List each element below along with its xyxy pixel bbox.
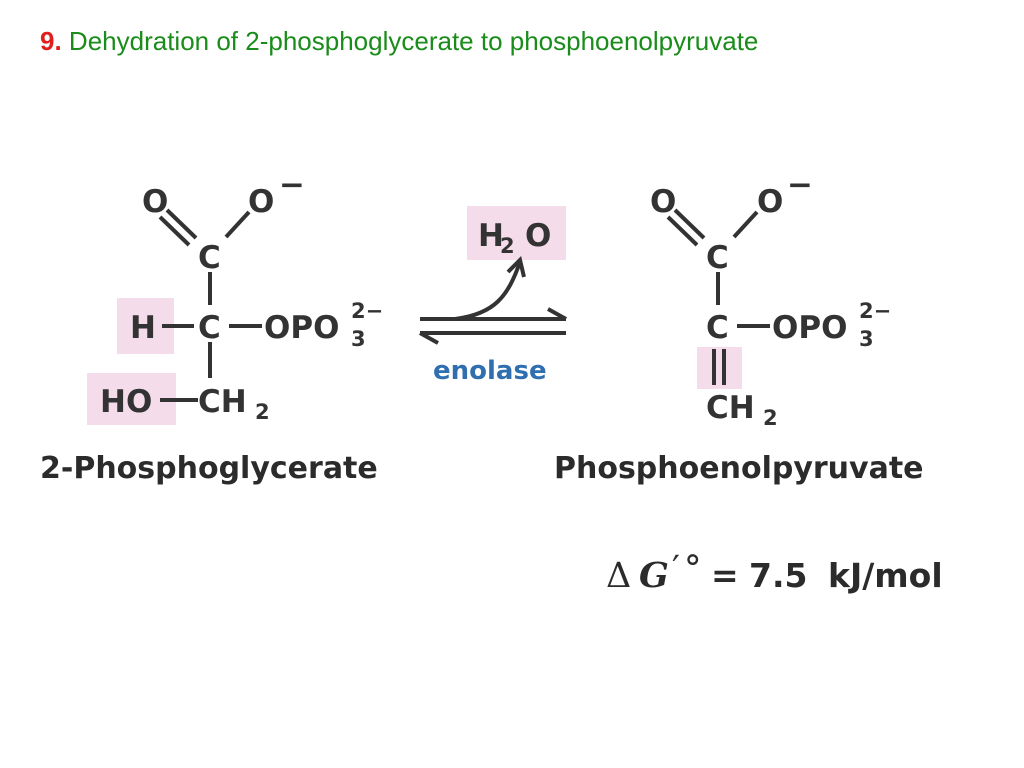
water-subscript: 2 xyxy=(500,234,515,258)
product-co-double-bond-b xyxy=(666,215,699,247)
reactant-carboxylate-charge: − xyxy=(279,167,305,203)
reverse-arrow-head xyxy=(419,331,439,345)
free-energy-unit: kJ/mol xyxy=(828,556,943,595)
product-carboxylate-oxygen: O xyxy=(757,184,783,220)
reactant-name: 2-Phosphoglycerate xyxy=(40,451,378,486)
product-phosphate-charge: 2− xyxy=(859,299,891,323)
prime-symbol: ′ xyxy=(672,549,680,589)
reactant-carboxylate-oxygen: O xyxy=(248,184,274,220)
equals-sign: = xyxy=(711,556,739,595)
product-oxo-oxygen: O xyxy=(650,184,676,220)
water-oxygen: O xyxy=(525,218,551,254)
reactant-methylene: CH xyxy=(198,384,247,420)
reactant-phosphate-subscript: 3 xyxy=(351,327,366,351)
product-methylene: CH xyxy=(706,390,755,426)
gibbs-symbol: G xyxy=(639,555,669,596)
step-title-text: Dehydration of 2-phosphoglycerate to pho… xyxy=(68,26,759,56)
reaction-arrows: H 2 O enolase xyxy=(419,206,567,386)
free-energy-number: 7.5 xyxy=(749,556,807,595)
reactant-phosphate-charge: 2− xyxy=(351,299,383,323)
water-highlight xyxy=(467,206,566,260)
standard-state-symbol: ° xyxy=(684,549,702,589)
product-phosphate: OPO xyxy=(772,310,847,346)
reactant-carboxyl-carbon: C xyxy=(198,240,221,276)
delta-symbol: Δ xyxy=(606,556,631,596)
reactant-hydrogen: H xyxy=(130,310,156,346)
reactant-co-single-bond xyxy=(224,210,251,239)
product-carboxylate-charge: − xyxy=(787,167,813,203)
product-co-double-bond-a xyxy=(673,208,706,240)
product-center-carbon: C xyxy=(706,310,729,346)
reactant-co-double-bond-a xyxy=(165,208,198,240)
reactant-phosphate: OPO xyxy=(264,310,339,346)
step-number: 9. xyxy=(40,26,62,56)
reactant-structure: O O − C H C OPO 2− 3 HO CH 2 2-Phosphogl… xyxy=(40,167,383,486)
reactant-oxo-oxygen: O xyxy=(142,184,168,220)
slide-title: 9. Dehydration of 2-phosphoglycerate to … xyxy=(40,26,758,57)
water-hydrogen: H xyxy=(478,218,504,254)
product-methylene-subscript: 2 xyxy=(763,406,778,430)
reactant-hydroxyl: HO xyxy=(100,384,152,420)
product-carboxyl-carbon: C xyxy=(706,240,729,276)
reactant-co-double-bond-b xyxy=(158,215,191,247)
forward-arrow-head xyxy=(547,307,567,321)
water-release-arrow-head xyxy=(506,256,526,278)
double-bond-highlight xyxy=(697,347,742,389)
product-co-single-bond xyxy=(732,210,759,239)
product-name: Phosphoenolpyruvate xyxy=(554,451,924,486)
free-energy-value: Δ G ′ ° = 7.5 kJ/mol xyxy=(606,549,943,596)
water-release-arrow xyxy=(454,261,522,321)
product-structure: O O − C C OPO 2− 3 CH 2 Phosphoenolpyruv… xyxy=(554,167,924,486)
product-phosphate-subscript: 3 xyxy=(859,327,874,351)
reactant-center-carbon: C xyxy=(198,310,221,346)
reactant-methylene-subscript: 2 xyxy=(255,400,270,424)
enzyme-label: enolase xyxy=(433,356,547,386)
